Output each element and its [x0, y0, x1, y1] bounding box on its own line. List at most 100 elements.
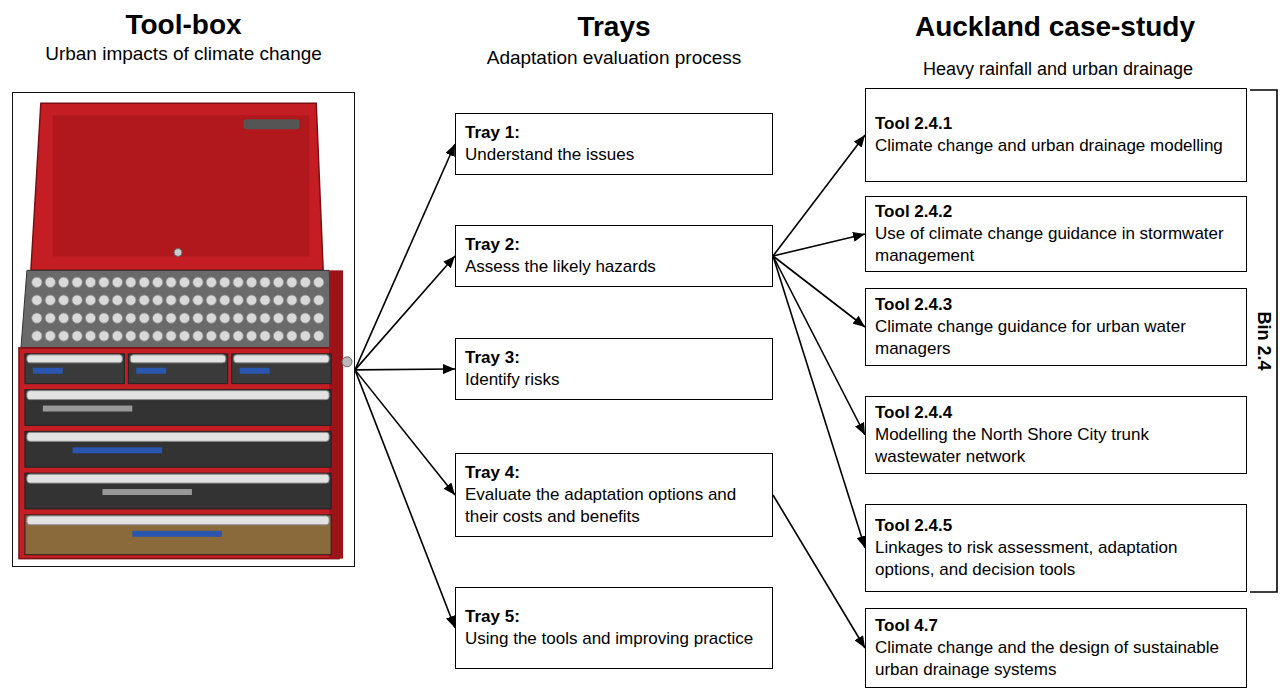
- socket: [126, 331, 136, 341]
- tray-box: Tray 1:Understand the issues: [455, 113, 773, 175]
- node-text: Use of climate change guidance in stormw…: [875, 223, 1237, 267]
- socket: [206, 277, 216, 287]
- node-text: Identify risks: [465, 369, 763, 391]
- socket: [300, 313, 310, 323]
- socket: [85, 313, 95, 323]
- socket: [246, 331, 256, 341]
- connector-arrow: [773, 135, 865, 256]
- node-text: Modelling the North Shore City trunk was…: [875, 424, 1237, 468]
- socket: [59, 313, 69, 323]
- socket: [166, 295, 176, 305]
- socket: [179, 313, 189, 323]
- tool: [43, 406, 132, 412]
- connector-arrow: [355, 256, 455, 370]
- socket: [72, 313, 82, 323]
- node-text: Urban impacts of climate change: [12, 42, 355, 66]
- tool: [240, 368, 270, 374]
- socket: [206, 313, 216, 323]
- socket: [45, 295, 55, 305]
- lid-lock: [174, 248, 182, 256]
- node-heading: Tool-box: [12, 8, 355, 42]
- drawer: [25, 515, 331, 555]
- node-heading: Tool 2.4.5: [875, 515, 1237, 537]
- socket: [287, 313, 297, 323]
- socket: [193, 277, 203, 287]
- socket: [166, 277, 176, 287]
- node-text: Understand the issues: [465, 144, 763, 166]
- socket: [85, 331, 95, 341]
- tray-box: Tray 3:Identify risks: [455, 338, 773, 400]
- connector-arrow: [773, 234, 865, 256]
- socket: [246, 295, 256, 305]
- node-heading: Tool 4.7: [875, 615, 1237, 637]
- socket: [260, 331, 270, 341]
- tool-box: Tool 2.4.2Use of climate change guidance…: [865, 196, 1247, 272]
- socket: [99, 313, 109, 323]
- socket: [99, 331, 109, 341]
- socket: [45, 313, 55, 323]
- node-heading: Tray 4:: [465, 462, 763, 484]
- socket: [220, 295, 230, 305]
- socket-tray: [21, 270, 333, 348]
- node-heading: Tool 2.4.2: [875, 201, 1237, 223]
- drawer: [232, 354, 331, 384]
- connector-arrow: [773, 256, 865, 435]
- node-text: Evaluate the adaptation options and thei…: [465, 484, 763, 528]
- socket: [300, 295, 310, 305]
- connector-arrow: [773, 256, 865, 548]
- socket: [152, 313, 162, 323]
- drawer-handle: [27, 355, 122, 363]
- socket: [314, 295, 324, 305]
- node-heading: Tool 2.4.4: [875, 402, 1237, 424]
- socket: [273, 331, 283, 341]
- socket: [220, 277, 230, 287]
- image-frame: [12, 92, 355, 567]
- tray-box: Tray 2:Assess the likely hazards: [455, 225, 773, 287]
- socket: [314, 313, 324, 323]
- socket: [32, 331, 42, 341]
- tool: [136, 368, 166, 374]
- socket: [59, 277, 69, 287]
- socket: [273, 295, 283, 305]
- socket: [179, 277, 189, 287]
- socket: [233, 295, 243, 305]
- lid-logo: [244, 119, 300, 129]
- chest-body: [19, 348, 339, 559]
- drawer: [128, 354, 227, 384]
- side-handle: [342, 357, 352, 367]
- socket: [139, 295, 149, 305]
- socket: [273, 313, 283, 323]
- node-text: Climate change and the design of sustain…: [875, 637, 1237, 681]
- socket: [193, 313, 203, 323]
- socket: [233, 277, 243, 287]
- node-text: Climate change and urban drainage modell…: [875, 135, 1237, 157]
- drawer-handle: [27, 432, 329, 441]
- socket: [246, 277, 256, 287]
- socket: [220, 331, 230, 341]
- tool: [132, 531, 221, 537]
- connector-arrow: [773, 256, 865, 327]
- socket: [112, 295, 122, 305]
- socket: [233, 331, 243, 341]
- socket: [287, 277, 297, 287]
- socket: [314, 331, 324, 341]
- node-text: Climate change guidance for urban water …: [875, 316, 1237, 360]
- socket: [72, 331, 82, 341]
- socket: [300, 331, 310, 341]
- drawer-handle: [27, 391, 329, 400]
- socket: [112, 277, 122, 287]
- tool-box: Tool 4.7Climate change and the design of…: [865, 608, 1247, 688]
- socket: [45, 277, 55, 287]
- lid-panel: [53, 115, 309, 256]
- socket: [193, 295, 203, 305]
- column-heading: Trays: [577, 10, 650, 44]
- drawer: [25, 473, 331, 509]
- drawer: [25, 390, 331, 426]
- socket: [72, 295, 82, 305]
- drawer-handle: [27, 474, 329, 483]
- socket: [260, 277, 270, 287]
- socket: [139, 277, 149, 287]
- socket: [152, 331, 162, 341]
- socket: [59, 295, 69, 305]
- connector-arrow: [355, 370, 455, 495]
